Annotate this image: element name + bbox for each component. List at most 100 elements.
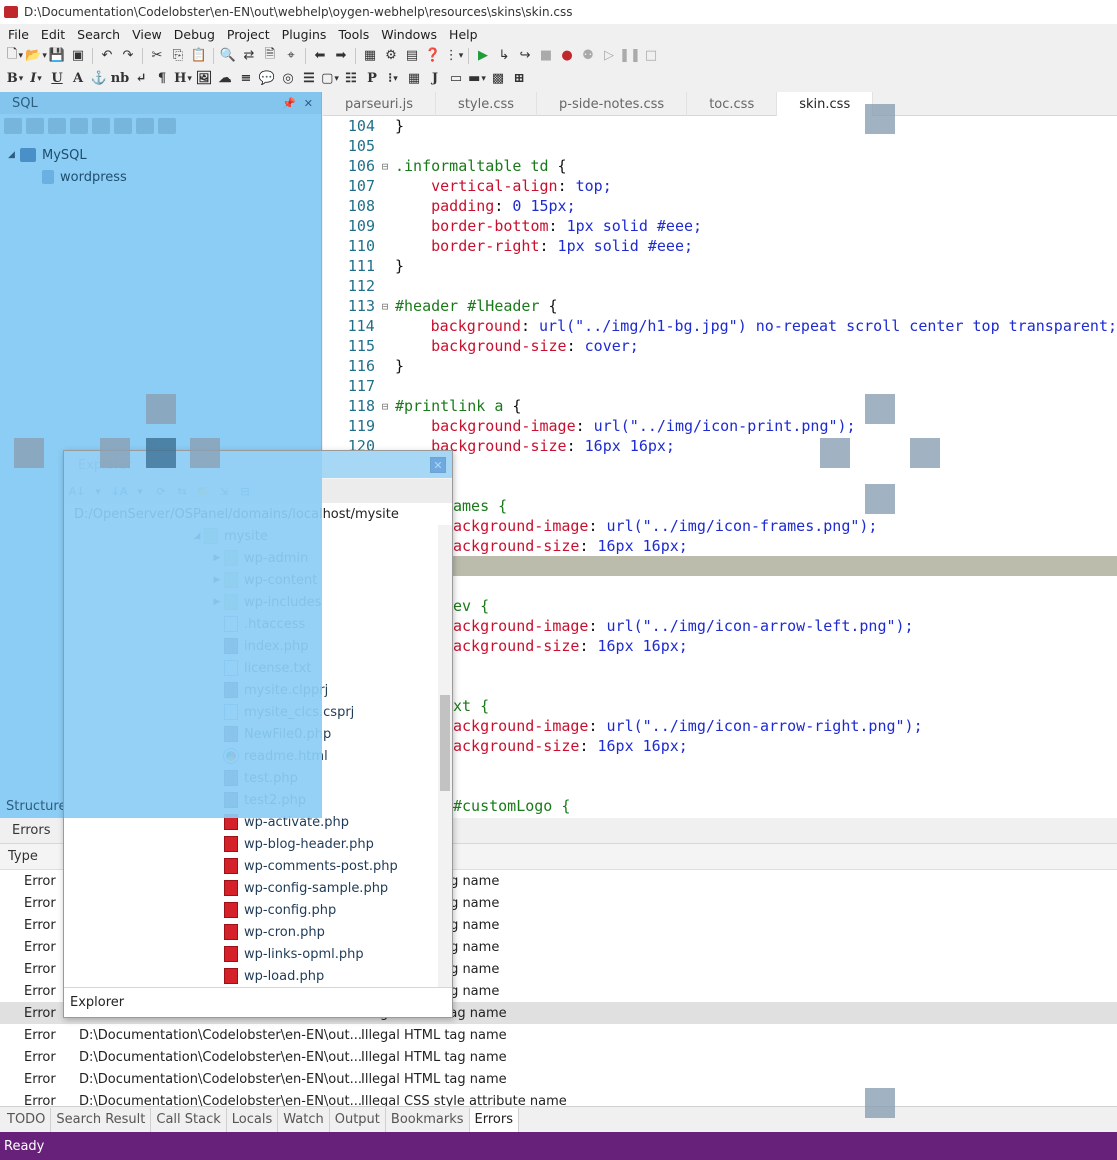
pin-icon[interactable]: 📌 bbox=[282, 96, 296, 110]
paste-icon[interactable]: 📋 bbox=[190, 48, 208, 63]
menu-view[interactable]: View bbox=[132, 26, 162, 42]
explorer-item[interactable]: readme.html bbox=[64, 745, 440, 767]
color-icon[interactable]: ◎ bbox=[282, 71, 294, 86]
add-connection-icon[interactable] bbox=[4, 118, 22, 134]
menu-help[interactable]: Help bbox=[449, 26, 478, 42]
collapse-icon[interactable]: ◢ bbox=[8, 150, 15, 160]
explorer-item[interactable]: test.php bbox=[64, 767, 440, 789]
find-icon[interactable]: 🔍 bbox=[219, 48, 237, 63]
filter-icon[interactable]: ⊟ bbox=[240, 484, 250, 498]
structure-tab[interactable]: Structure bbox=[6, 799, 67, 814]
editor-tab[interactable]: parseuri.js bbox=[323, 92, 437, 116]
clear-breakpoints-icon[interactable]: ⚉ bbox=[582, 48, 594, 63]
run-icon[interactable]: ▶ bbox=[478, 48, 488, 63]
expand-icon[interactable]: ◢ bbox=[193, 531, 201, 541]
plugin-icon[interactable]: ⚙ bbox=[385, 48, 397, 63]
bottom-tab-bookmarks[interactable]: Bookmarks bbox=[386, 1107, 470, 1132]
square-icon[interactable]: □ bbox=[644, 48, 658, 63]
new-folder-icon[interactable]: 📁 bbox=[196, 484, 210, 498]
menu-debug[interactable]: Debug bbox=[173, 26, 215, 42]
close-icon[interactable]: ✕ bbox=[430, 457, 446, 473]
layout-icon[interactable]: ▦ bbox=[363, 48, 377, 63]
expand-icon[interactable]: ▶ bbox=[213, 575, 221, 585]
new-file-icon[interactable]: 🗋 bbox=[6, 47, 24, 65]
forward-icon[interactable]: ➡ bbox=[335, 48, 347, 63]
font-icon[interactable]: A bbox=[72, 71, 84, 86]
script-icon[interactable]: J bbox=[431, 71, 439, 86]
breakpoint-icon[interactable]: ● bbox=[561, 48, 573, 63]
delete-icon[interactable] bbox=[114, 118, 132, 134]
italic-icon[interactable]: I bbox=[27, 70, 45, 88]
line-break-icon[interactable]: ↵ bbox=[135, 71, 147, 86]
image-icon[interactable]: 🖼 bbox=[195, 71, 213, 86]
bottom-tab-errors[interactable]: Errors bbox=[469, 1107, 520, 1132]
bottom-tab-watch[interactable]: Watch bbox=[278, 1107, 330, 1132]
fold-icon[interactable]: ⊟ bbox=[381, 399, 389, 413]
add-table-icon[interactable] bbox=[48, 118, 66, 134]
explorer-item[interactable]: wp-activate.php bbox=[64, 811, 440, 833]
frame-icon[interactable]: ⊞ bbox=[513, 71, 525, 86]
table-icon[interactable]: ▦ bbox=[407, 71, 421, 86]
map-icon[interactable]: ☁ bbox=[218, 71, 232, 86]
pause-icon[interactable]: ❚❚ bbox=[619, 48, 641, 63]
sort-desc-icon[interactable]: ↓A bbox=[110, 484, 128, 498]
input-icon[interactable]: ▬ bbox=[468, 70, 486, 88]
explorer-item[interactable]: wp-blog-header.php bbox=[64, 833, 440, 855]
undo-icon[interactable]: ↶ bbox=[101, 48, 113, 63]
close-icon[interactable]: ✕ bbox=[303, 96, 313, 110]
bold-icon[interactable]: B bbox=[6, 70, 24, 88]
explorer-item[interactable]: test2.php bbox=[64, 789, 440, 811]
explorer-item[interactable]: ▶wp-includes bbox=[64, 591, 440, 613]
form-icon[interactable]: ▭ bbox=[449, 71, 463, 86]
window-icon[interactable]: ▤ bbox=[405, 48, 419, 63]
media-icon[interactable]: ▩ bbox=[491, 71, 505, 86]
bottom-tab-todo[interactable]: TODO bbox=[2, 1107, 52, 1132]
explorer-item[interactable]: NewFile0.php bbox=[64, 723, 440, 745]
dropdown-icon[interactable]: ▾ bbox=[137, 484, 143, 498]
editor-tab[interactable]: style.css bbox=[436, 92, 538, 116]
refresh-icon[interactable] bbox=[136, 118, 154, 134]
align-center-icon[interactable]: ☰ bbox=[303, 71, 315, 86]
underline-icon[interactable]: U bbox=[51, 71, 63, 86]
nobreak-icon[interactable]: nb bbox=[110, 71, 130, 86]
copy-icon[interactable]: ⎘ bbox=[172, 48, 184, 63]
settings-icon[interactable] bbox=[158, 118, 176, 134]
explorer-item[interactable]: wp-load.php bbox=[64, 965, 440, 987]
expand-icon[interactable]: ▶ bbox=[213, 553, 221, 563]
sync-icon[interactable]: ⇆ bbox=[177, 484, 187, 498]
explorer-title-bar[interactable]: Explorer ✕ bbox=[64, 451, 452, 479]
bottom-tab-locals[interactable]: Locals bbox=[227, 1107, 279, 1132]
explorer-item[interactable]: mysite.clpprj bbox=[64, 679, 440, 701]
menu-edit[interactable]: Edit bbox=[40, 26, 66, 42]
menu-windows[interactable]: Windows bbox=[381, 26, 438, 42]
save-icon[interactable]: 💾 bbox=[48, 48, 66, 63]
explorer-item[interactable]: ▶wp-admin bbox=[64, 547, 440, 569]
explorer-item[interactable]: index.php bbox=[64, 635, 440, 657]
find-files-icon[interactable]: 🗎 bbox=[264, 46, 276, 62]
explorer-item[interactable]: wp-cron.php bbox=[64, 921, 440, 943]
align-icon[interactable]: ☷ bbox=[345, 71, 357, 86]
editor-tab[interactable]: p-side-notes.css bbox=[537, 92, 688, 116]
options-icon[interactable]: ⋮ bbox=[445, 47, 463, 65]
editor-tab[interactable]: toc.css bbox=[687, 92, 778, 116]
comment-icon[interactable]: 💬 bbox=[258, 71, 276, 86]
menu-plugins[interactable]: Plugins bbox=[281, 26, 327, 42]
scrollbar-thumb[interactable] bbox=[440, 695, 450, 791]
explorer-item[interactable]: mysite_clcs.csprj bbox=[64, 701, 440, 723]
disconnect-icon[interactable] bbox=[92, 118, 110, 134]
menu-tools[interactable]: Tools bbox=[338, 26, 370, 42]
redo-icon[interactable]: ↷ bbox=[122, 48, 134, 63]
bullets-icon[interactable]: ⁝ bbox=[384, 70, 402, 88]
menu-file[interactable]: File bbox=[8, 26, 29, 42]
explorer-item[interactable]: wp-links-opml.php bbox=[64, 943, 440, 965]
bottom-tab-call-stack[interactable]: Call Stack bbox=[151, 1107, 227, 1132]
step-over-icon[interactable]: ↪ bbox=[519, 48, 531, 63]
explorer-item[interactable]: wp-config.php bbox=[64, 899, 440, 921]
sort-asc-icon[interactable]: A↓ bbox=[68, 484, 86, 498]
add-database-icon[interactable] bbox=[26, 118, 44, 134]
goto-icon[interactable]: ⌖ bbox=[287, 48, 295, 63]
anchor-icon[interactable]: ⚓ bbox=[90, 71, 108, 86]
